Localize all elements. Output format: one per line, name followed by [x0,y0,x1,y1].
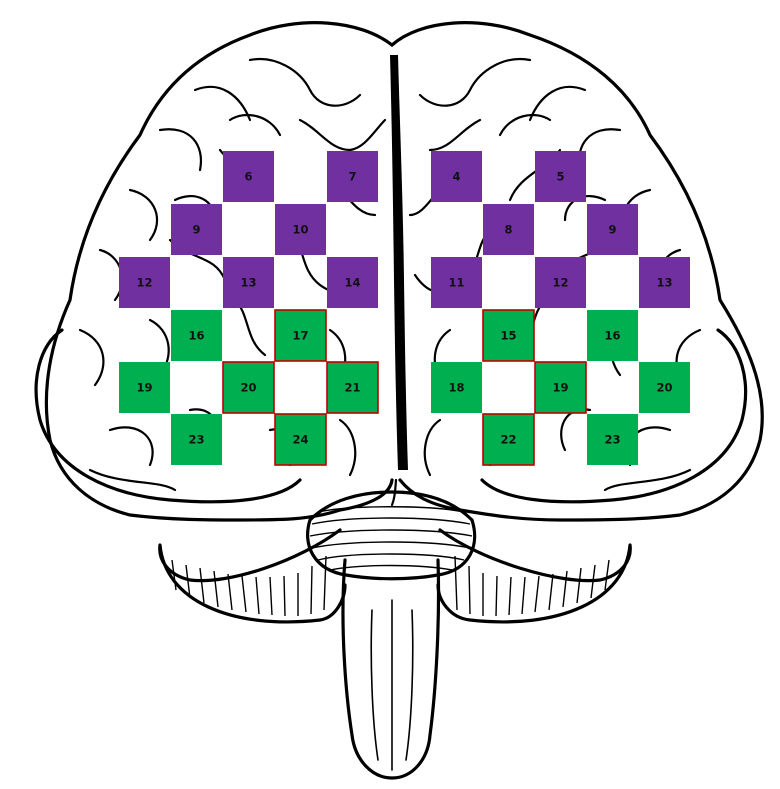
electrode-cell-10: 10 [275,204,326,255]
electrode-label: 4 [452,170,460,184]
electrode-label: 21 [344,381,360,395]
electrode-cell-19: 19 [535,362,586,413]
electrode-cell-15: 15 [483,310,534,361]
electrode-label: 9 [608,223,616,237]
electrode-cell-6: 6 [223,151,274,202]
electrode-cell-12: 12 [119,257,170,308]
electrode-cell-21: 21 [327,362,378,413]
electrode-cell-11: 11 [431,257,482,308]
electrode-cell-8: 8 [483,204,534,255]
electrode-cell-19: 19 [119,362,170,413]
electrode-cell-13: 13 [223,257,274,308]
electrode-cell-7: 7 [327,151,378,202]
electrode-label: 15 [500,329,516,343]
electrode-label: 24 [292,433,308,447]
electrode-cell-13: 13 [639,257,690,308]
electrode-cell-18: 18 [431,362,482,413]
electrode-label: 12 [552,276,568,290]
electrode-label: 6 [244,170,252,184]
electrode-label: 19 [552,381,568,395]
electrode-label: 14 [344,276,360,290]
electrode-label: 5 [556,170,564,184]
electrode-cell-16: 16 [171,310,222,361]
electrode-cell-17: 17 [275,310,326,361]
electrode-label: 16 [604,329,620,343]
electrode-label: 23 [188,433,204,447]
electrode-label: 13 [656,276,672,290]
electrode-label: 23 [604,433,620,447]
electrode-label: 18 [448,381,464,395]
electrode-cell-22: 22 [483,414,534,465]
electrode-cell-24: 24 [275,414,326,465]
electrode-cell-16: 16 [587,310,638,361]
electrode-cell-9: 9 [171,204,222,255]
electrode-label: 10 [292,223,308,237]
electrode-label: 12 [136,276,152,290]
electrode-label: 16 [188,329,204,343]
electrode-label: 20 [240,381,256,395]
electrode-label: 19 [136,381,152,395]
electrode-cell-9: 9 [587,204,638,255]
electrode-label: 20 [656,381,672,395]
electrode-label: 22 [500,433,516,447]
electrode-label: 17 [292,329,308,343]
electrode-cell-4: 4 [431,151,482,202]
electrode-label: 13 [240,276,256,290]
electrode-cell-20: 20 [223,362,274,413]
electrode-cell-5: 5 [535,151,586,202]
electrode-cell-23: 23 [587,414,638,465]
electrode-label: 8 [504,223,512,237]
electrode-label: 7 [348,170,356,184]
electrode-label: 9 [192,223,200,237]
electrode-cell-14: 14 [327,257,378,308]
electrode-cell-23: 23 [171,414,222,465]
electrode-cell-12: 12 [535,257,586,308]
electrode-label: 11 [448,276,464,290]
electrode-cell-20: 20 [639,362,690,413]
